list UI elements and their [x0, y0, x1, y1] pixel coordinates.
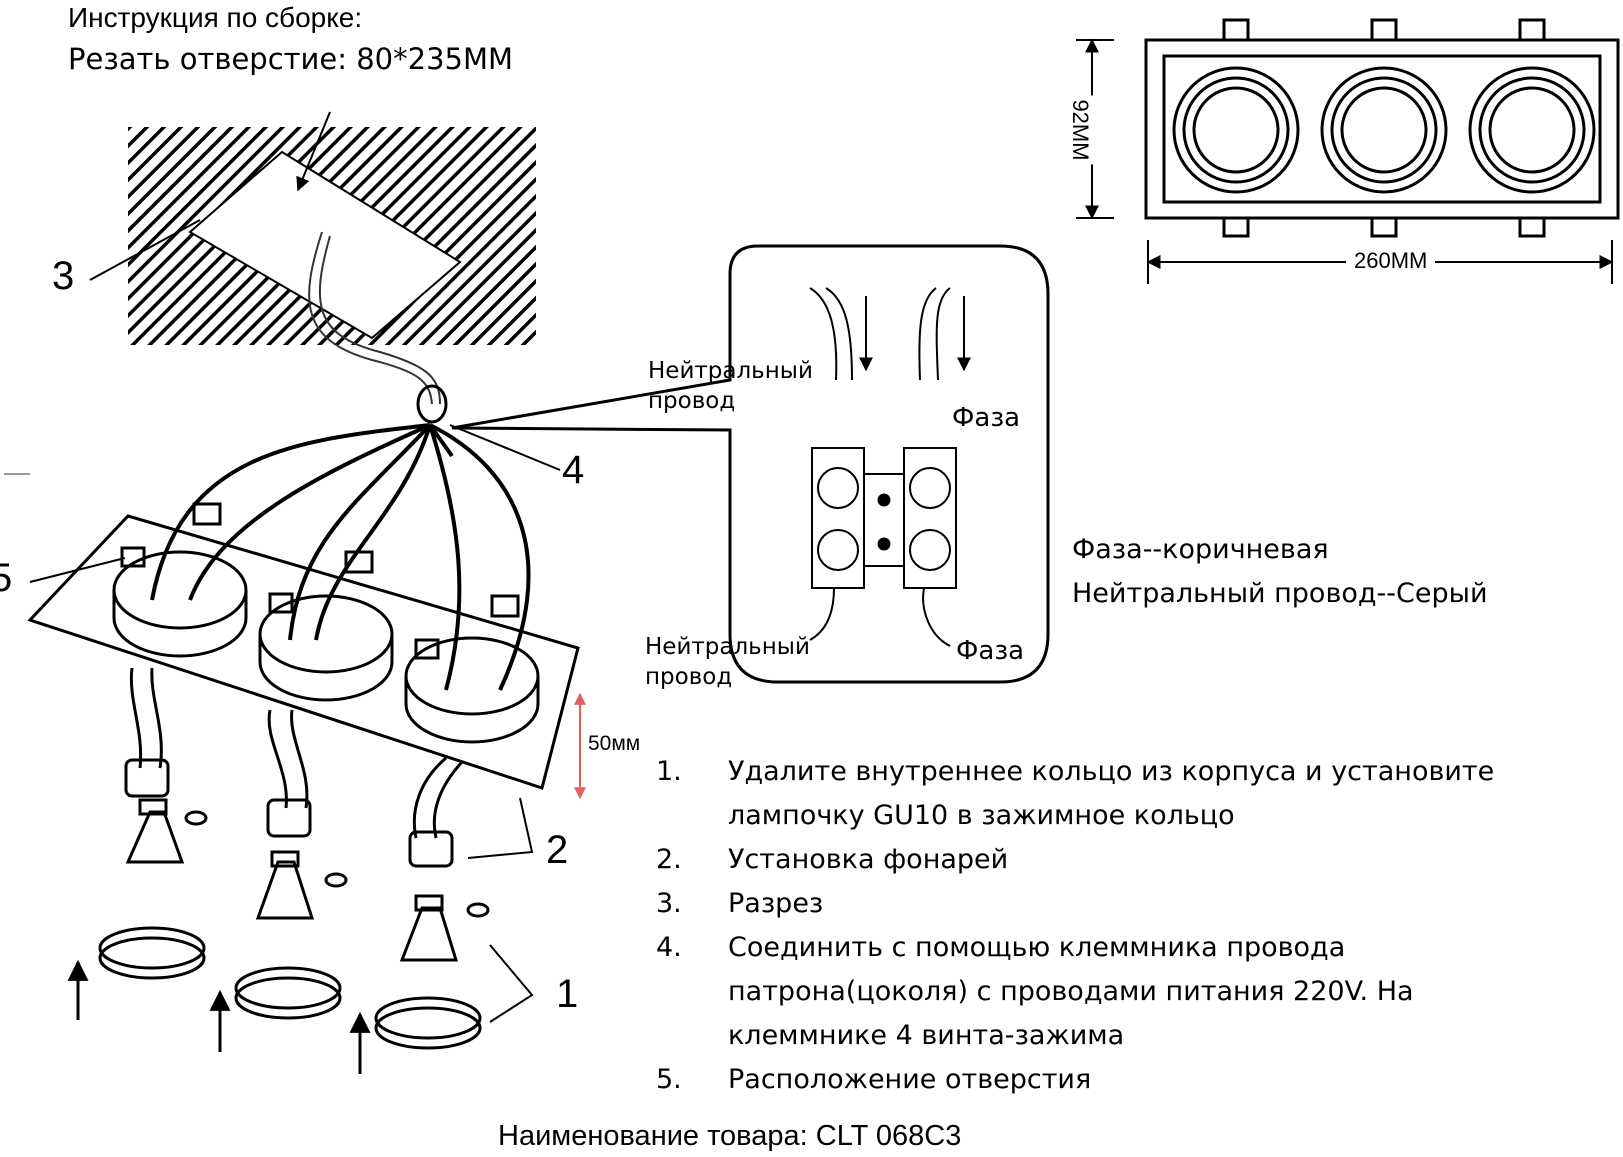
ceiling-hatch	[128, 111, 536, 345]
legend-phase: Фаза--коричневая	[1072, 534, 1329, 565]
wire-color-legend: Фаза--коричневая Нейтральный провод--Сер…	[1072, 528, 1488, 616]
wiring-callout	[451, 244, 1050, 684]
step-item: 3.Разрез	[656, 888, 824, 919]
step-item: 2.Установка фонарей	[656, 844, 1009, 875]
legend-neutral: Нейтральный провод--Серый	[1072, 578, 1488, 609]
fixture-top-view	[1144, 18, 1620, 238]
width-dimension: 260MM	[1346, 248, 1436, 274]
fixture-plate	[27, 502, 580, 790]
height-dimension: 92MM	[1067, 95, 1093, 165]
callout-5: 5	[0, 556, 13, 600]
phase-label-top: Фаза	[952, 403, 1021, 433]
product-name: Наименование товара: CLT 068C3	[498, 1120, 962, 1152]
power-cable	[308, 231, 448, 424]
insert-arrows	[67, 959, 371, 1074]
callout-3: 3	[52, 254, 75, 298]
callout-2: 2	[546, 828, 569, 872]
phase-label-bottom: Фаза	[956, 636, 1025, 666]
wires	[150, 423, 531, 691]
callout-1: 1	[556, 972, 579, 1016]
assembly-steps: 1.Удалите внутреннее кольцо из корпуса и…	[656, 750, 1608, 1102]
step-item: 5.Расположение отверстия	[656, 1064, 1092, 1095]
callout-4: 4	[562, 448, 585, 492]
cut-hole-size: Резать отверстие: 80*235MM	[68, 42, 514, 76]
step-item: 1.Удалите внутреннее кольцо из корпуса и…	[656, 756, 1495, 831]
instructions-title: Инструкция по сборке:	[68, 2, 363, 33]
lamp-assemblies	[98, 667, 490, 1050]
depth-dimension: 50мм	[588, 732, 641, 755]
